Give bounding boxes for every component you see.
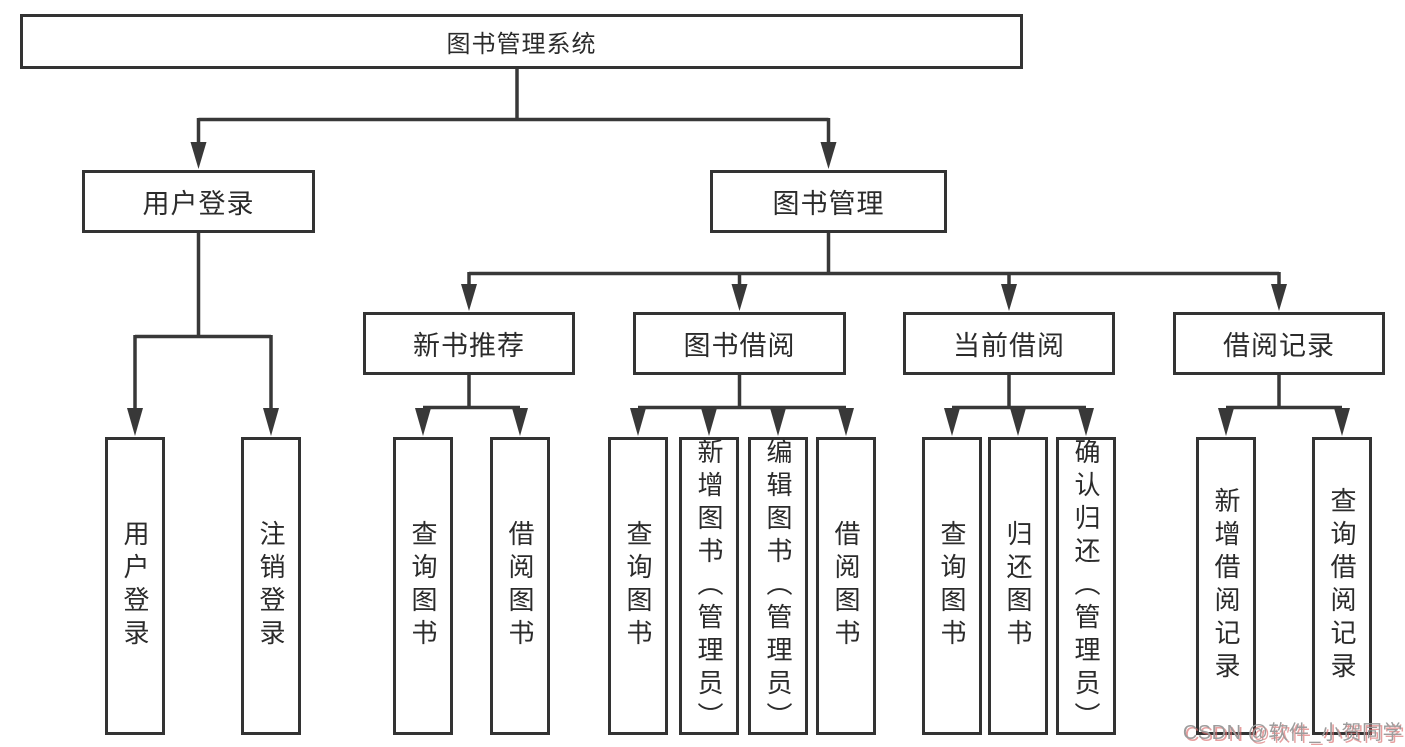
arrowhead-down-icon bbox=[127, 408, 143, 436]
connector-current-borrow-children bbox=[944, 375, 1094, 436]
node-current-borrow: 当前借阅 bbox=[903, 312, 1115, 375]
node-label: 新书推荐 bbox=[413, 331, 525, 361]
node-borrow-records: 借阅记录 bbox=[1173, 312, 1385, 375]
arrowhead-down-icon bbox=[731, 284, 748, 311]
arrowhead-down-icon bbox=[944, 408, 960, 436]
node-label: 确认归还（管理员） bbox=[1071, 437, 1101, 735]
node-label: 图书借阅 bbox=[683, 331, 796, 361]
node-label: 归还图书 bbox=[1003, 520, 1033, 652]
arrowhead-down-icon bbox=[1271, 284, 1287, 311]
arrowhead-down-icon bbox=[512, 408, 528, 436]
arrowhead-down-icon bbox=[1218, 408, 1234, 436]
node-label: 当前借阅 bbox=[953, 331, 1065, 361]
node-book-management: 图书管理 bbox=[710, 170, 947, 233]
wire bbox=[133, 233, 273, 410]
connector-borrow-records-children bbox=[1218, 375, 1350, 436]
leaf-query-books-borrow: 查询图书 bbox=[608, 437, 668, 735]
leaf-borrow-books-recommend: 借阅图书 bbox=[490, 437, 550, 735]
node-label: 查询图书 bbox=[408, 520, 438, 652]
wire bbox=[423, 375, 520, 410]
leaf-borrow-books-borrow: 借阅图书 bbox=[816, 437, 876, 735]
arrowhead-down-icon bbox=[1334, 408, 1350, 436]
node-label: 注销登录 bbox=[256, 520, 286, 652]
arrowhead-down-icon bbox=[461, 284, 477, 311]
leaf-user-login: 用户登录 bbox=[105, 437, 165, 735]
node-user-login: 用户登录 bbox=[82, 170, 315, 233]
leaf-edit-book-admin: 编辑图书（管理员） bbox=[748, 437, 808, 735]
leaf-query-books-current: 查询图书 bbox=[922, 437, 982, 735]
node-label: 图书管理 bbox=[772, 189, 885, 219]
arrowhead-down-icon bbox=[630, 408, 646, 436]
arrowhead-down-icon bbox=[838, 408, 854, 436]
node-label: 借阅图书 bbox=[831, 520, 861, 652]
leaf-add-borrow-record: 新增借阅记录 bbox=[1196, 437, 1256, 735]
node-label: 图书管理系统 bbox=[446, 31, 597, 58]
leaf-query-books-recommend: 查询图书 bbox=[393, 437, 453, 735]
node-label: 查询图书 bbox=[937, 520, 967, 652]
arrowhead-down-icon bbox=[263, 408, 279, 436]
connector-user-login-children bbox=[127, 233, 279, 436]
wire bbox=[196, 69, 831, 144]
leaf-confirm-return-admin: 确认归还（管理员） bbox=[1056, 437, 1116, 735]
leaf-query-borrow-record: 查询借阅记录 bbox=[1312, 437, 1372, 735]
arrowhead-down-icon bbox=[701, 408, 717, 436]
connector-book-borrow-children bbox=[630, 375, 854, 436]
wire bbox=[638, 375, 846, 410]
node-new-book-recommend: 新书推荐 bbox=[363, 312, 575, 375]
node-label: 借阅图书 bbox=[505, 520, 535, 652]
node-library-management-system: 图书管理系统 bbox=[20, 14, 1023, 69]
arrowhead-down-icon bbox=[190, 142, 207, 169]
wire bbox=[952, 375, 1086, 410]
arrowhead-down-icon bbox=[770, 408, 786, 436]
wire bbox=[1226, 375, 1342, 410]
node-label: 新增图书（管理员） bbox=[694, 437, 724, 735]
connector-book-management-children bbox=[461, 233, 1287, 311]
node-label: 查询图书 bbox=[623, 520, 653, 652]
arrowhead-down-icon bbox=[1078, 408, 1094, 436]
node-label: 新增借阅记录 bbox=[1211, 487, 1241, 685]
arrowhead-down-icon bbox=[415, 408, 431, 436]
node-book-borrow: 图书借阅 bbox=[633, 312, 846, 375]
node-label: 查询借阅记录 bbox=[1327, 487, 1357, 685]
arrowhead-down-icon bbox=[1010, 408, 1026, 436]
leaf-add-book-admin: 新增图书（管理员） bbox=[679, 437, 739, 735]
watermark: CSDN @软件_小贺同学 bbox=[1182, 722, 1403, 744]
node-label: 借阅记录 bbox=[1223, 331, 1335, 361]
leaf-return-book: 归还图书 bbox=[988, 437, 1048, 735]
arrowhead-down-icon bbox=[1001, 284, 1017, 311]
leaf-logout: 注销登录 bbox=[241, 437, 301, 735]
node-label: 用户登录 bbox=[142, 189, 255, 219]
arrowhead-down-icon bbox=[820, 142, 837, 169]
node-label: 用户登录 bbox=[120, 520, 150, 652]
node-label: 编辑图书（管理员） bbox=[763, 437, 793, 735]
wire bbox=[467, 233, 1281, 286]
connector-new-book-children bbox=[415, 375, 528, 436]
connector-root-to-level2 bbox=[190, 69, 837, 169]
